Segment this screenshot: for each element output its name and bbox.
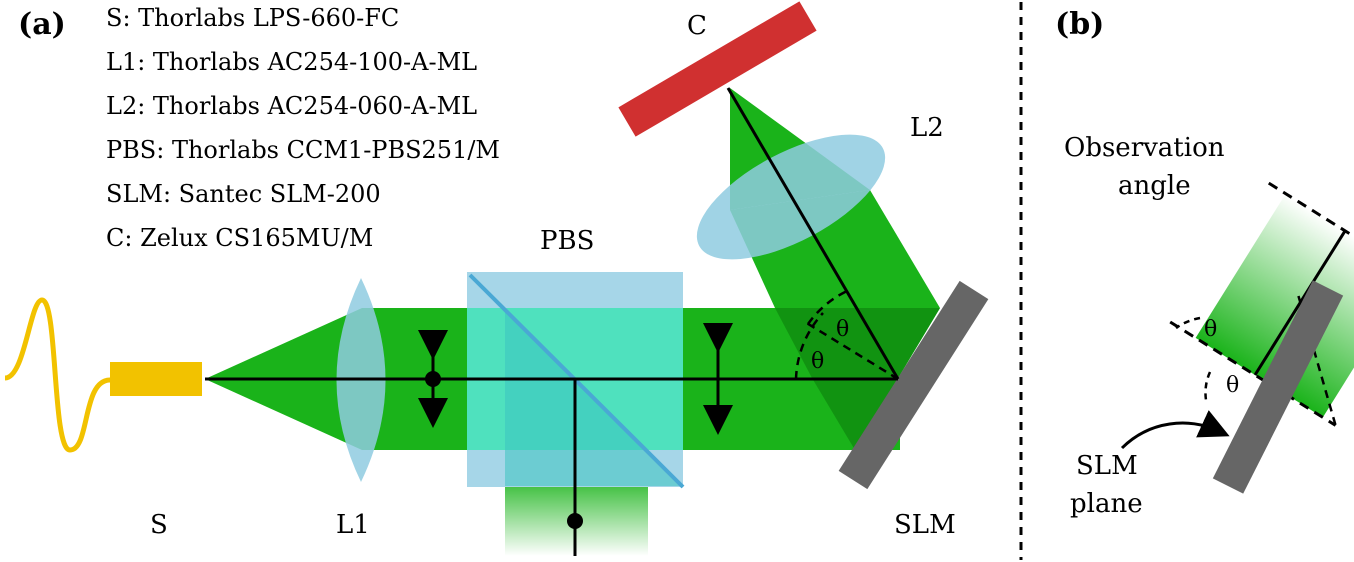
theta-arc-2 (806, 289, 848, 325)
legend-item: S: Thorlabs LPS-660-FC (106, 4, 399, 32)
label-lens1: L1 (336, 510, 370, 540)
source-s (110, 362, 202, 396)
label-slm: SLM (894, 510, 956, 540)
slm-plane-line (1169, 320, 1337, 427)
theta-label: θ (1204, 317, 1217, 342)
observation-label-1: Observation (1064, 133, 1225, 163)
slm-normal-line (804, 320, 899, 381)
slm-plane-label-1: SLM (1076, 451, 1138, 481)
label-camera: C (687, 11, 707, 41)
theta-label: θ (811, 349, 824, 374)
panel-b-label: (b) (1055, 7, 1104, 42)
curved-arrow-icon (1120, 410, 1230, 450)
slm-device (1330, 400, 1351, 434)
slm-device-b (1212, 280, 1344, 494)
panel-a-label: (a) (18, 7, 66, 42)
reflected-axis (726, 87, 900, 380)
fiber-cable (4, 297, 111, 453)
camera-c (618, 1, 817, 137)
panel-a: (a) S: Thorlabs LPS-660-FC L1: Thorlabs … (4, 1, 989, 556)
label-source: S (150, 510, 168, 540)
polarization-dot-icon (567, 513, 583, 529)
legend-item: C: Zelux CS165MU/M (106, 224, 373, 252)
pbs-cube-top (467, 272, 683, 308)
observation-label-2: angle (1118, 171, 1191, 201)
theta-label: θ (836, 317, 849, 342)
legend-item: SLM: Santec SLM-200 (106, 180, 381, 208)
legend-item: PBS: Thorlabs CCM1-PBS251/M (106, 136, 500, 164)
panel-b: (b) Observation angle SLM plane θ θ (1055, 7, 1354, 519)
theta-arc-1 (794, 312, 824, 380)
legend-item: L2: Thorlabs AC254-060-A-ML (106, 92, 477, 120)
label-lens2: L2 (910, 113, 944, 143)
slm-plane-label-2: plane (1070, 489, 1143, 519)
label-pbs: PBS (540, 226, 594, 256)
slm-normal-line (1297, 295, 1337, 426)
slm-device (838, 280, 989, 490)
legend-item: L1: Thorlabs AC254-100-A-ML (106, 48, 477, 76)
theta-arc-b2 (1204, 371, 1212, 401)
theta-arc-b1 (1175, 316, 1201, 330)
theta-label: θ (1226, 373, 1239, 398)
